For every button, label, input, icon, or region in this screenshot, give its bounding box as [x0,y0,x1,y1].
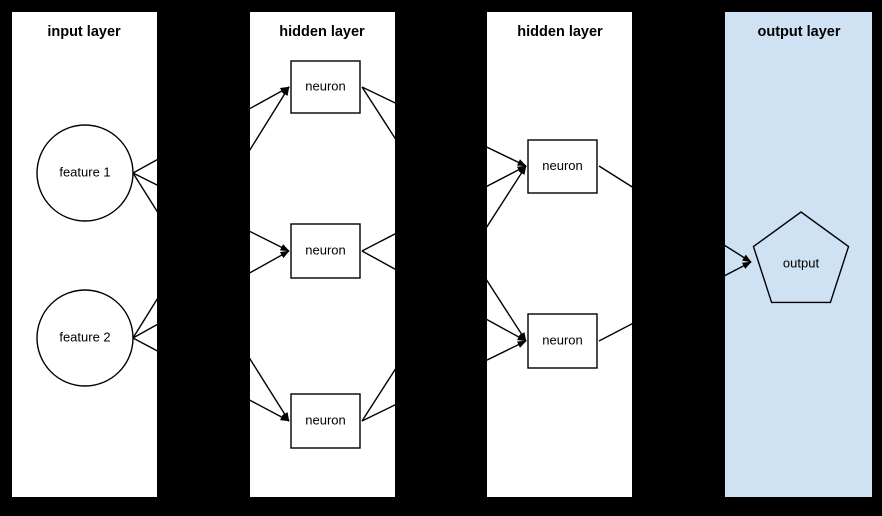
gap-bottom-margin [0,497,882,516]
panel-titles: input layer hidden layer hidden layer ou… [47,24,841,40]
gap-left-margin [0,0,12,516]
label-hidden1-neuron-3: neuron [305,412,345,427]
title-input-layer: input layer [47,24,121,40]
panel-hidden-layer-2[interactable] [487,12,632,497]
gap-hidden1-to-hidden2 [395,0,487,516]
node-labels: feature 1 feature 2 neuron neuron neuron… [59,78,819,427]
node-hidden2-neuron-1[interactable] [527,139,598,194]
label-hidden1-neuron-1: neuron [305,78,345,93]
node-hidden2-neuron-2[interactable] [527,313,598,369]
gap-right-margin [872,0,882,516]
panel-input-layer[interactable] [12,12,157,497]
node-feature-2[interactable] [36,289,134,387]
title-output-layer: output layer [758,24,841,40]
node-hidden1-neuron-2[interactable] [290,223,361,279]
label-output: output [783,255,820,270]
node-output-pentagon[interactable] [752,211,850,304]
label-feature-1: feature 1 [59,164,110,179]
label-feature-2: feature 2 [59,329,110,344]
node-hidden1-neuron-3[interactable] [290,393,361,449]
gap-top-margin [0,0,882,12]
gap-input-to-hidden1 [157,0,250,516]
panel-output-layer[interactable] [725,12,872,497]
node-hidden1-neuron-1[interactable] [290,60,361,114]
title-hidden-layer-2: hidden layer [517,24,603,40]
label-hidden2-neuron-1: neuron [542,158,582,173]
label-hidden1-neuron-2: neuron [305,242,345,257]
node-feature-1[interactable] [36,124,134,222]
layer-nodes [36,60,850,449]
gap-hidden2-to-output [632,0,725,516]
label-hidden2-neuron-2: neuron [542,332,582,347]
title-hidden-layer-1: hidden layer [279,24,365,40]
